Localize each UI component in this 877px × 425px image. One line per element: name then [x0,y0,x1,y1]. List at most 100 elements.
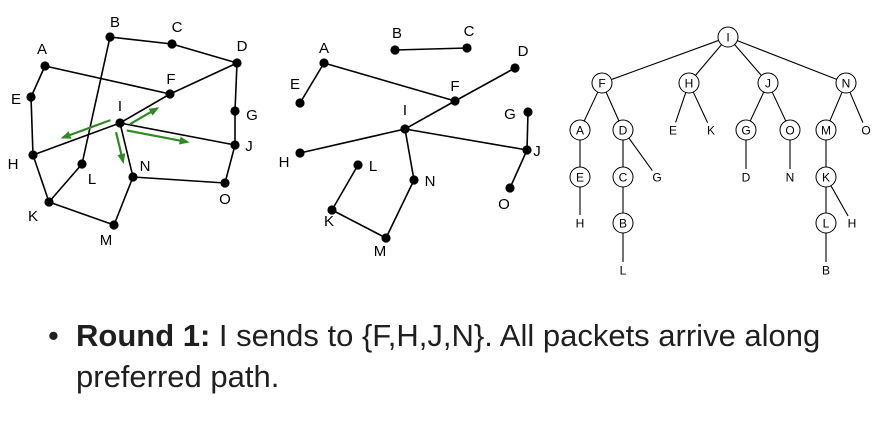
tree-edge-H-K1 [692,91,709,123]
node-J [522,145,532,155]
node-label-N: N [140,158,151,175]
node-label-C: C [464,23,475,40]
tree-edge-H-E1 [675,92,687,123]
arrow-I-N [114,131,126,164]
node-D [510,63,520,73]
tree-edge-I-N [737,40,837,80]
tree-label-C: C [619,170,628,184]
node-C [462,43,472,53]
tree-label-K2: K [822,170,830,184]
node-F [165,89,175,99]
node-label-D: D [237,38,248,55]
caption-text: Round 1: I sends to {F,H,J,N}. All packe… [76,315,868,397]
tree-edge-D1-G2 [628,137,653,171]
edge-M-N [113,176,134,226]
tree-label-F: F [598,76,605,90]
tree-node-B [612,212,634,234]
node-K [44,197,54,207]
edge-M-K [331,209,387,239]
tree-node-F [591,72,613,94]
tree-node-J [757,72,779,94]
node-A [40,61,50,71]
tree-edge-I-F [611,39,719,81]
node-L [353,160,363,170]
node-M [381,233,391,243]
node-label-A: A [37,41,47,58]
tree-label-O: O [785,123,794,137]
tree-edge-F-A [583,91,599,122]
node-label-I: I [118,98,122,115]
tree-node-C [612,166,634,188]
node-H [295,148,305,158]
edge-N-M [385,179,415,239]
node-E [26,92,36,102]
node-A [319,58,329,68]
tree-label-D2: D [742,170,751,184]
round-description: I sends to {F,H,J,N}. All packets arrive… [76,318,821,394]
node-label-B: B [392,25,402,42]
edge-O-J [224,144,236,184]
arrow-I-H [60,119,111,139]
tree-node-N [835,72,857,94]
tree-node-E2 [569,166,591,188]
node-I [400,124,410,134]
tree-label-O2: O [861,123,870,137]
node-D [232,58,242,68]
node-G [230,106,240,116]
edge-A-F [323,62,456,102]
node-label-F: F [166,71,175,88]
node-I [115,118,125,128]
node-E [295,98,305,108]
tree-label-J: J [765,76,771,90]
node-O [220,178,230,188]
tree-node-A [569,119,591,141]
tree-label-E2: E [576,170,584,184]
node-label-K: K [324,213,334,230]
round-label: Round 1: [76,318,211,353]
node-label-O: O [498,196,510,213]
node-label-M: M [374,243,387,260]
tree-node-K2 [815,166,837,188]
tree-edge-F-D1 [605,91,620,122]
node-label-K: K [28,208,38,225]
edge-E-H [30,96,34,156]
node-label-D: D [518,43,529,60]
node-label-E: E [290,76,300,93]
node-label-N: N [425,173,436,190]
node-label-E: E [11,91,21,108]
tree-label-L2: L [620,263,627,277]
tree-edge-I-H [695,44,722,76]
edge-K-M [48,201,115,226]
tree-node-L [815,212,837,234]
tree-label-G: G [741,123,750,137]
node-label-C: C [172,19,183,36]
edge-B-L [81,36,111,165]
edge-J-O [509,149,528,189]
edge-A-F [44,65,171,95]
node-H [28,150,38,160]
node-label-G: G [504,106,516,123]
tree-label-A: A [576,123,584,137]
tree-edge-K2-H3 [830,185,849,217]
node-K [327,205,337,215]
edge-I-H [299,128,406,154]
edge-B-C [394,47,468,51]
edge-I-F [119,93,171,124]
node-label-G: G [246,107,258,124]
edge-I-F [404,100,456,130]
edge-G-D [234,62,238,112]
tree-label-D1: D [619,123,628,137]
tree-edge-N-M [829,91,843,122]
edge-I-J [404,128,528,151]
node-B [105,32,115,42]
edge-D-C [171,43,238,64]
edge-K-L [331,164,359,211]
arrow-I-J [126,129,190,145]
node-label-H: H [279,154,290,171]
tree-label-I: I [726,30,729,44]
tree-node-H [678,72,700,94]
edge-I-J [119,122,236,146]
